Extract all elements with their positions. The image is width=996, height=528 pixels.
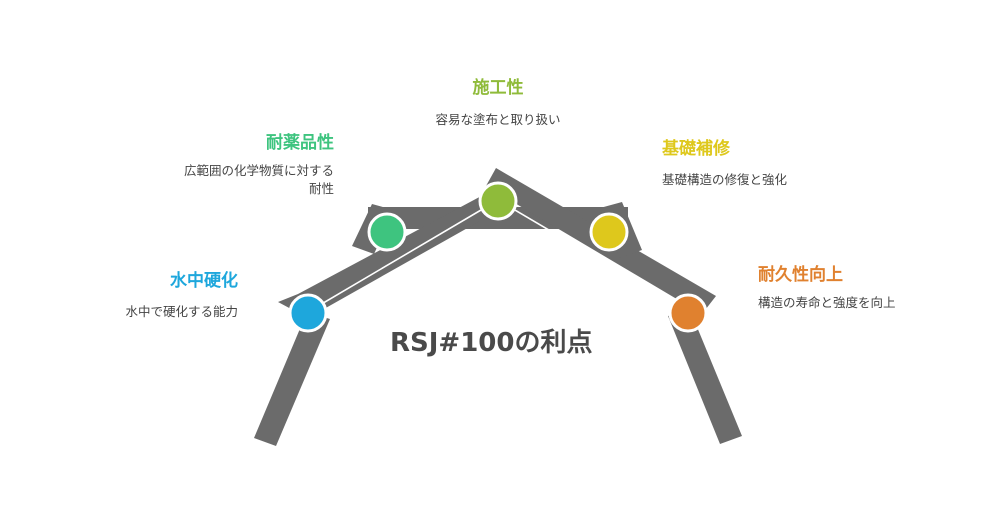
- benefit-desc-foundation-repair: 基礎構造の修復と強化: [662, 172, 788, 187]
- benefit-title-underwater-curing: 水中硬化: [170, 271, 238, 291]
- right-leg: [668, 310, 742, 444]
- benefit-desc-durability: 構造の寿命と強度を向上: [758, 295, 896, 310]
- benefit-desc-underwater-curing: 水中で硬化する能力: [125, 304, 238, 319]
- left-arm: [278, 186, 510, 318]
- benefit-desc-workability: 容易な塗布と取り扱い: [435, 112, 561, 127]
- right-guide-line: [497, 199, 689, 313]
- node-foundation-repair: [589, 212, 629, 252]
- benefit-desc-chemical-resistance: 広範囲の化学物質に対する耐性: [183, 163, 334, 196]
- node-underwater-curing: [288, 293, 328, 333]
- benefit-title-durability: 耐久性向上: [758, 265, 843, 285]
- benefit-title-chemical-resistance: 耐薬品性: [266, 133, 334, 153]
- left-guide-line: [307, 199, 499, 313]
- benefit-title-workability: 施工性: [472, 78, 524, 98]
- node-durability: [668, 293, 708, 333]
- node-workability: [478, 181, 518, 221]
- benefit-title-foundation-repair: 基礎補修: [662, 139, 730, 159]
- diagram-title: RSJ#100の利点: [390, 328, 593, 358]
- node-chemical-resistance: [367, 212, 407, 252]
- left-leg: [254, 312, 330, 446]
